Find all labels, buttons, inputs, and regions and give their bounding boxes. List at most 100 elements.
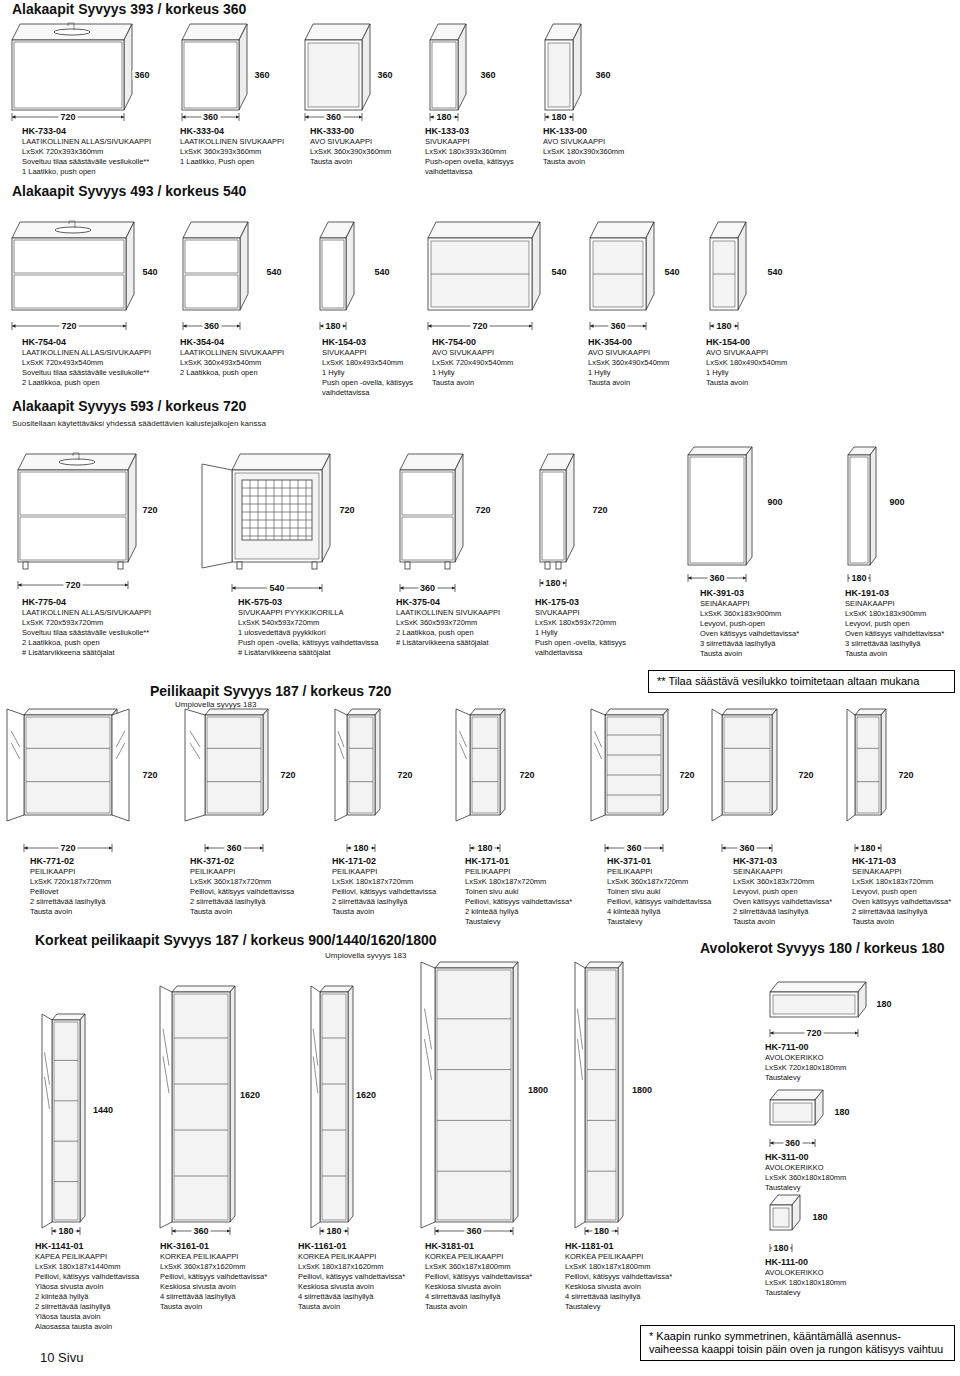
height-dimension: 720 (140, 770, 159, 780)
cabinet-top (722, 709, 777, 715)
dimension-arrow (400, 584, 455, 592)
spec-line: Soveltuu tilaa säästävälle vesilukolle** (22, 157, 174, 167)
dimension-arrow (722, 844, 772, 852)
cabinet (182, 24, 247, 110)
width-dimension: 180 (323, 321, 342, 331)
cabinet (428, 222, 540, 310)
spec-line: 1 Hylly (706, 368, 816, 378)
shelf (587, 1018, 616, 1019)
spec-block: HK-171-01PEILIKAAPPILxSxK 180x187x720mmT… (465, 856, 603, 927)
spec-line: SEINÄKAAPPI (733, 867, 848, 877)
cabinet-top (435, 962, 518, 968)
spec-line: Peiliovi, kätisyys vaihdettavissa* (565, 1272, 715, 1282)
shelf (607, 755, 661, 756)
spec-line: Toinen sivu auki (465, 887, 603, 897)
mirror-reflection (190, 731, 200, 759)
shelf (607, 735, 661, 736)
spec-block: HK-171-03SEINÄKAAPPILxSxK 180x183x720mmL… (852, 856, 955, 927)
cabinet-top (688, 447, 752, 455)
cabinet-top (470, 709, 505, 715)
shelf (349, 781, 373, 782)
cabinet (770, 1090, 823, 1125)
cabinet-front (232, 470, 322, 562)
dimension-tick (770, 1244, 792, 1252)
shelf (54, 1181, 78, 1182)
spec-line: 1 Laatikko, Push open (180, 157, 302, 167)
cabinet-top (605, 709, 668, 715)
dimension-tick (848, 574, 870, 582)
spec-block: HK-133-03SIVUKAAPPILxSxK 180x393x360mmPu… (425, 126, 533, 177)
cabinet-side (239, 24, 247, 110)
cabinet (847, 709, 886, 821)
spec-block: HK-775-04LAATIKOLLINEN ALLAS/SIVUKAAPPIL… (22, 597, 222, 658)
dimension-tick (400, 584, 455, 592)
spec-block: HK-1161-01KORKEA PEILIKAAPPILxSxK 180x18… (298, 1241, 423, 1312)
spec-line: Yläosa sivusta avoin (35, 1282, 157, 1292)
cabinet-side (375, 709, 380, 815)
spec-block: HK-3161-01KORKEA PEILIKAAPPILxSxK 360x18… (160, 1241, 295, 1312)
cabinet-side (870, 447, 876, 565)
shelf (322, 1038, 346, 1039)
cabinet-side (346, 222, 354, 310)
spec-line: Tausta avoin (700, 649, 840, 659)
cabinet-front (605, 715, 663, 815)
spec-line: LxSxK 180x183x900mm (845, 609, 953, 619)
dimension-tick (855, 844, 881, 852)
cabinet-side (126, 222, 134, 310)
spec-line: 2 Laatikkoa, push open (180, 368, 315, 378)
spec-line: LxSxK 360x183x900mm (700, 609, 840, 619)
dimension-arrow (183, 322, 240, 330)
spec-line: Tausta avoin (543, 157, 653, 167)
spec-line: Tausta avoin (160, 1302, 295, 1312)
mirror-reflection (425, 1009, 432, 1080)
dimension-arrow (305, 113, 362, 121)
drawer-front (14, 240, 124, 273)
spec-block: HK-371-01PEILIKAAPPILxSxK 360x187x720mmT… (607, 856, 731, 927)
shelf (724, 781, 770, 782)
product-code: HK-111-00 (765, 1257, 915, 1268)
cabinet-side (663, 709, 668, 815)
width-dimension: 360 (737, 843, 756, 853)
cabinet-interior (26, 717, 110, 813)
open-door (185, 709, 205, 821)
dimension-tick (232, 584, 322, 592)
shelf (54, 1100, 78, 1101)
height-dimension: 720 (473, 505, 492, 515)
spec-line: LAATIKOLLINEN ALLAS/SIVUKAAPPI (22, 608, 222, 618)
cabinet-top (172, 986, 235, 992)
dimension-tick (585, 1227, 618, 1235)
spec-line: LxSxK 720x490x540mm (432, 358, 572, 368)
width-dimension: 360 (191, 1226, 210, 1236)
height-dimension: 720 (517, 770, 536, 780)
spec-line: LxSxK 180x493x540mm (322, 358, 422, 368)
dimension-arrow (430, 113, 458, 121)
spec-line: Tausta avoin (733, 917, 848, 927)
height-dimension: 180 (832, 1107, 851, 1117)
spec-line: SIVUKAAPPI (322, 348, 422, 358)
spec-line: Taustalevy (765, 1183, 915, 1193)
width-dimension: 180 (351, 843, 370, 853)
width-dimension: 180 (858, 843, 877, 853)
spec-line: Push open -ovella, kätisyys vaihdettavis… (322, 378, 422, 398)
spec-line: LxSxK 180x490x540mm (706, 358, 816, 368)
open-door (311, 986, 320, 1228)
product-code: HK-171-02 (332, 856, 462, 867)
shelf (174, 1084, 228, 1085)
cabinet-side (80, 1014, 85, 1222)
spec-line: 2 Laatikkoa, push open (22, 378, 174, 388)
dimension-arrow (182, 113, 239, 121)
spec-block: HK-171-02PEILIKAAPPILxSxK 180x187x720mmP… (332, 856, 462, 917)
width-dimension: 180 (434, 112, 453, 122)
spec-line: AVOLOKERIKKO (765, 1053, 915, 1063)
cabinet-side (618, 962, 623, 1222)
cabinet-side (792, 1195, 800, 1230)
dimension-tick (430, 113, 458, 121)
shelf (607, 775, 661, 776)
width-dimension: 360 (608, 321, 627, 331)
spec-line: Taustalevy (465, 917, 603, 927)
dimension-tick (183, 322, 240, 330)
spec-line: AVO SIVUKAAPPI (588, 348, 698, 358)
dimension-arrow (52, 1227, 80, 1235)
spec-block: HK-154-00AVO SIVUKAAPPILxSxK 180x490x540… (706, 337, 816, 388)
spec-line: SEINÄKAAPPI (852, 867, 955, 877)
